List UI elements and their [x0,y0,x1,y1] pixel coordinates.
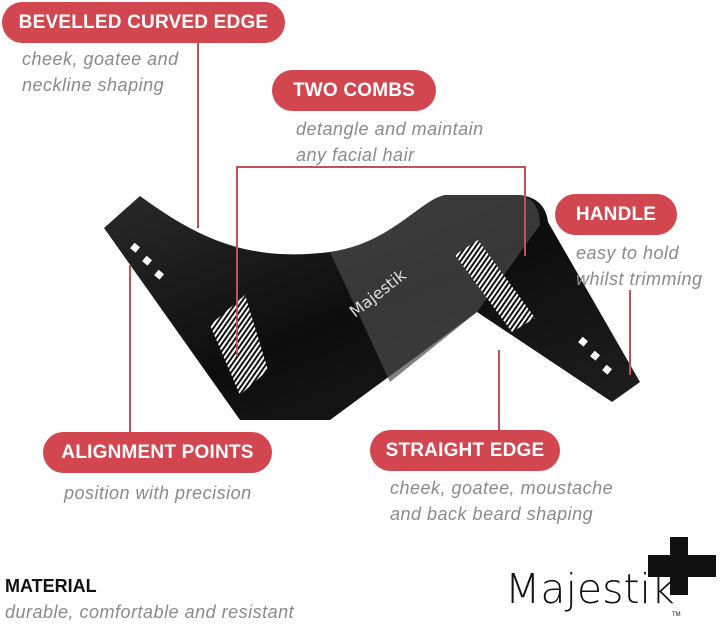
handle-connector [629,290,631,375]
combs-connector-top [236,166,526,168]
straight-connector [498,350,500,431]
two-combs-label: TWO COMBS [272,70,436,111]
handle-description: easy to hold whilst trimming [576,240,703,292]
handle-desc-line2: whilst trimming [576,269,703,289]
comb-teeth-left [210,295,268,395]
alignment-squares-right [578,336,612,375]
handle-label: HANDLE [555,194,677,235]
handle-desc-line1: easy to hold [576,243,680,263]
logo-cross-icon [648,537,716,595]
straight-edge-label: STRAIGHT EDGE [370,430,560,471]
brand-logo: Majestik [505,565,675,613]
alignment-squares-left [130,242,164,280]
combs-desc-line1: detangle and maintain [296,119,484,139]
combs-connector-left [236,166,238,356]
straight-desc-line2: and back beard shaping [390,504,594,524]
bevelled-desc-line1: cheek, goatee and [22,49,179,69]
material-description: durable, comfortable and resistant [5,602,295,622]
material-title: MATERIAL [5,576,97,596]
alignment-connector [129,265,131,433]
combs-desc-line2: any facial hair [296,145,415,165]
bevelled-connector [197,43,199,228]
straight-desc-line1: cheek, goatee, moustache [390,478,614,498]
bevelled-description: cheek, goatee and neckline shaping [22,46,179,98]
alignment-description: position with precision [64,483,252,503]
comb-highlight [330,195,540,382]
trademark-mark: TM [672,612,681,618]
bevelled-curved-edge-label: BEVELLED CURVED EDGE [2,2,285,43]
alignment-points-label: ALIGNMENT POINTS [43,432,272,473]
comb-teeth-right [455,240,535,332]
combs-connector-right [524,166,526,256]
bevelled-desc-line2: neckline shaping [22,75,165,95]
two-combs-description: detangle and maintain any facial hair [296,116,484,168]
straight-edge-description: cheek, goatee, moustache and back beard … [390,475,613,527]
